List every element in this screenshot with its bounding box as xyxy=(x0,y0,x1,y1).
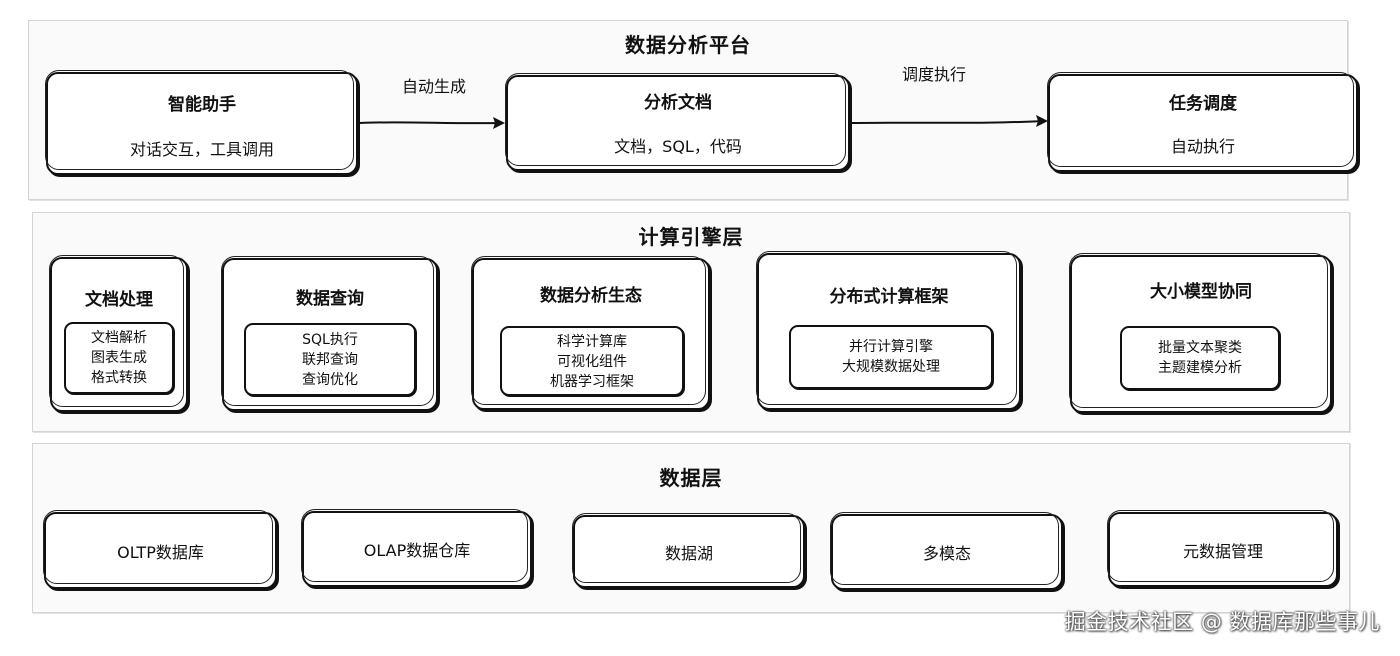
compute-layer-title: 计算引擎层 xyxy=(638,225,744,249)
model-collaboration-title: 大小模型协同 xyxy=(1150,282,1252,302)
metadata-mgmt-box: 元数据管理 xyxy=(1107,510,1338,587)
auto-generate-label: 自动生成 xyxy=(402,77,467,96)
analysis-ecosystem-inner: 科学计算库 可视化组件 机器学习框架 xyxy=(500,326,684,396)
arrowhead-2 xyxy=(1036,115,1048,127)
platform-layer-title: 数据分析平台 xyxy=(625,33,751,57)
task-scheduling-title: 任务调度 xyxy=(1169,94,1237,114)
arrow-doc-to-task xyxy=(851,120,1043,124)
analysis-doc-box: 分析文档 文档，SQL，代码 xyxy=(505,73,850,171)
distributed-framework-title: 分布式计算框架 xyxy=(829,287,949,307)
list-item: SQL执行 xyxy=(302,332,358,348)
oltp-label: OLTP数据库 xyxy=(117,542,204,562)
list-item: 机器学习框架 xyxy=(550,374,634,390)
analysis-doc-title: 分析文档 xyxy=(644,93,712,113)
list-item: 主题建模分析 xyxy=(1158,360,1242,376)
doc-processing-inner: 文档解析 图表生成 格式转换 xyxy=(64,322,174,394)
oltp-box: OLTP数据库 xyxy=(43,510,277,589)
olap-label: OLAP数据仓库 xyxy=(363,541,471,560)
assistant-subtitle: 对话交互，工具调用 xyxy=(129,140,274,159)
list-item: 查询优化 xyxy=(302,372,358,388)
analysis-doc-subtitle: 文档，SQL，代码 xyxy=(614,137,742,156)
list-item: 大规模数据处理 xyxy=(842,359,940,375)
arrowhead-1 xyxy=(493,117,505,129)
analysis-ecosystem-title: 数据分析生态 xyxy=(540,286,642,306)
list-item: 并行计算引擎 xyxy=(849,339,933,355)
task-scheduling-subtitle: 自动执行 xyxy=(1170,137,1235,156)
data-query-box: 数据查询 SQL执行 联邦查询 查询优化 xyxy=(221,256,438,411)
list-item: 格式转换 xyxy=(91,370,147,386)
doc-processing-box: 文档处理 文档解析 图表生成 格式转换 xyxy=(49,255,188,412)
distributed-framework-inner: 并行计算引擎 大规模数据处理 xyxy=(789,325,993,389)
list-item: 联邦查询 xyxy=(302,352,358,368)
data-query-inner: SQL执行 联邦查询 查询优化 xyxy=(244,323,416,396)
list-item: 文档解析 xyxy=(91,330,147,346)
list-item: 科学计算库 xyxy=(557,334,627,350)
distributed-framework-box: 分布式计算框架 并行计算引擎 大规模数据处理 xyxy=(756,251,1021,410)
list-item: 图表生成 xyxy=(91,350,147,366)
model-collaboration-inner: 批量文本聚类 主题建模分析 xyxy=(1120,326,1280,390)
assistant-title: 智能助手 xyxy=(168,95,236,115)
schedule-execute-label: 调度执行 xyxy=(902,65,967,84)
data-lake-label: 数据湖 xyxy=(664,543,713,563)
list-item: 批量文本聚类 xyxy=(1158,340,1242,356)
data-lake-box: 数据湖 xyxy=(572,513,805,588)
model-collaboration-box: 大小模型协同 批量文本聚类 主题建模分析 xyxy=(1069,253,1332,413)
assistant-box: 智能助手 对话交互，工具调用 xyxy=(45,70,358,175)
arrow-assistant-to-doc xyxy=(359,121,501,125)
task-scheduling-box: 任务调度 自动执行 xyxy=(1047,72,1358,172)
metadata-mgmt-label: 元数据管理 xyxy=(1182,541,1263,561)
olap-box: OLAP数据仓库 xyxy=(301,509,532,587)
data-query-title: 数据查询 xyxy=(296,289,364,309)
data-layer-title: 数据层 xyxy=(659,466,723,490)
watermark: 掘金技术社区 @ 数据库那些事儿 xyxy=(1064,610,1380,634)
doc-processing-title: 文档处理 xyxy=(85,290,153,310)
multimodal-box: 多模态 xyxy=(830,512,1063,590)
analysis-ecosystem-box: 数据分析生态 科学计算库 可视化组件 机器学习框架 xyxy=(471,256,710,410)
list-item: 可视化组件 xyxy=(557,354,627,370)
multimodal-label: 多模态 xyxy=(922,544,971,563)
